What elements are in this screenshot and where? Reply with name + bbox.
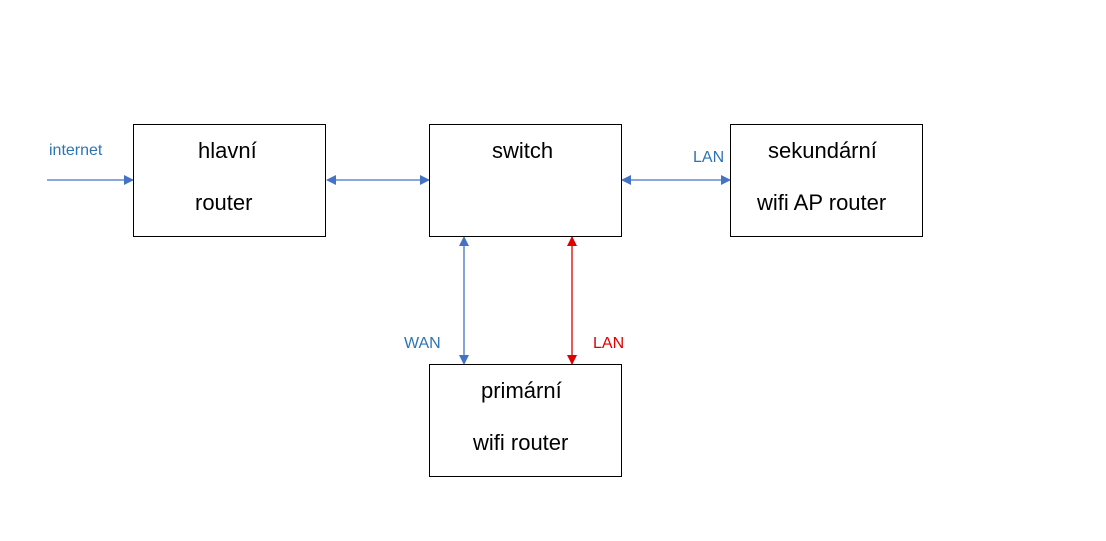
internet-label: internet (49, 142, 103, 159)
primary-router-line2: wifi router (473, 430, 569, 455)
lan-label-secondary: LAN (693, 149, 725, 166)
secondary-router-box: sekundární wifi AP router (730, 124, 923, 237)
switch-line1: switch (492, 138, 554, 163)
primary-router-box: primární wifi router (429, 364, 622, 477)
switch-box: switch (429, 124, 622, 237)
main-router-line1: hlavní (198, 138, 257, 163)
wan-label: WAN (404, 335, 441, 352)
primary-router-line1: primární (481, 378, 562, 403)
main-router-line2: router (195, 190, 253, 215)
secondary-router-line2: wifi AP router (757, 190, 887, 215)
main-router-box: hlavní router (133, 124, 326, 237)
lan-label-primary: LAN (593, 335, 625, 352)
secondary-router-line1: sekundární (768, 138, 877, 163)
